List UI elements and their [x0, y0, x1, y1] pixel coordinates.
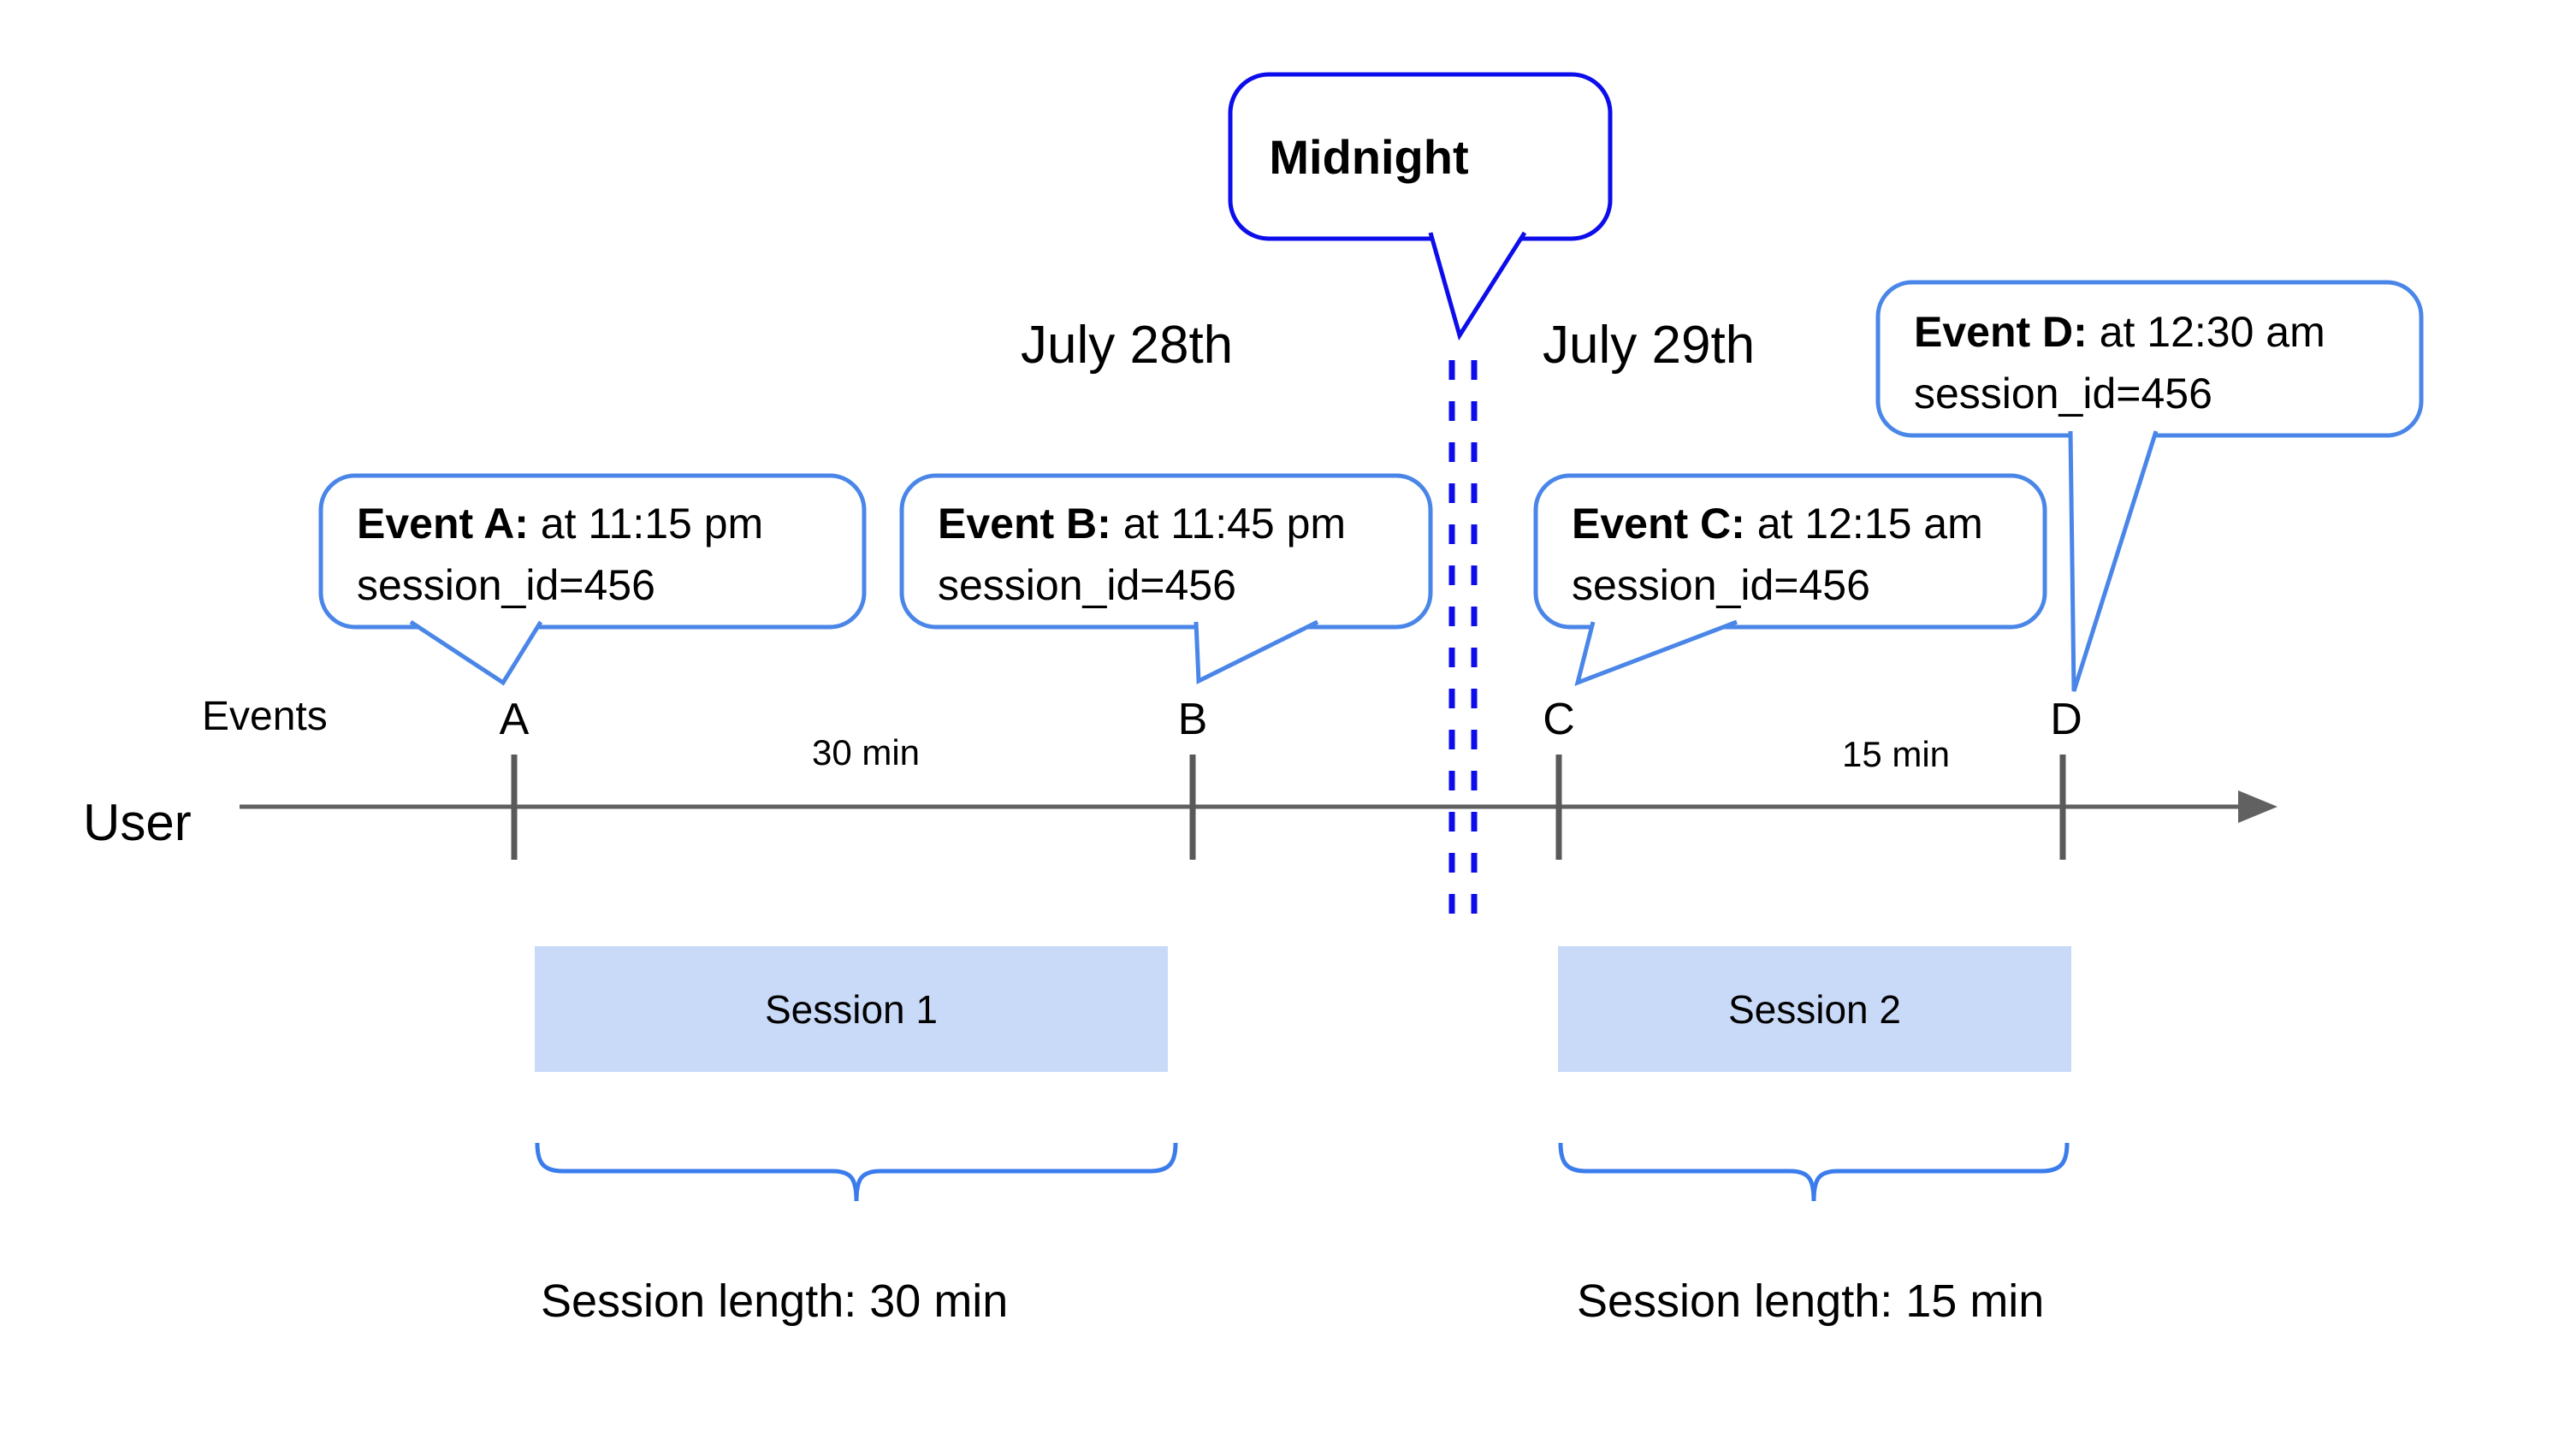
date-label-july-28: July 28th — [1021, 316, 1234, 375]
gap-label-15min: 15 min — [1841, 734, 1951, 774]
midnight-label: Midnight — [1269, 129, 1469, 184]
callout-tail-d — [2068, 430, 2159, 692]
callout-tail-a — [409, 619, 543, 686]
callout-c-line1: Event C: at 12:15 am — [1572, 493, 2047, 554]
gap-label-30min: 30 min — [811, 732, 921, 772]
callout-c-time: at 12:15 am — [1744, 500, 1983, 547]
callout-bubble-c — [1533, 473, 2047, 630]
callout-text-b: Event B: at 11:45 pm session_id=456 — [902, 476, 1430, 616]
callout-a-session: session_id=456 — [357, 561, 655, 609]
session2-box: Session 2 — [1558, 946, 2071, 1072]
callout-text-d: Event D: at 12:30 am session_id=456 — [1878, 284, 2419, 424]
callout-b-time: at 11:45 pm — [1111, 500, 1347, 547]
callout-a-time: at 11:15 pm — [528, 500, 764, 547]
callout-tail-c — [1574, 619, 1738, 687]
session1-label: Session 1 — [764, 986, 938, 1032]
timeline-arrowhead-icon — [2238, 790, 2278, 823]
callout-text-a: Event A: at 11:15 pm session_id=456 — [321, 476, 862, 616]
callout-b-session: session_id=456 — [938, 561, 1236, 609]
callout-tail-b — [1194, 619, 1319, 684]
session1-length-label: Session length: 30 min — [541, 1275, 1009, 1327]
event-mark-b: B — [1177, 695, 1208, 744]
event-mark-c: C — [1543, 695, 1575, 744]
callout-a-line1: Event A: at 11:15 pm — [357, 493, 862, 554]
callout-c-title: Event C: — [1572, 500, 1745, 547]
session2-brace — [1558, 1142, 2070, 1202]
user-axis-label: User — [83, 794, 192, 851]
callout-d-session: session_id=456 — [1914, 370, 2212, 417]
midnight-callout-tail — [1428, 231, 1527, 341]
callout-b-line1: Event B: at 11:45 pm — [938, 493, 1430, 554]
session1-box: Session 1 — [535, 946, 1168, 1072]
callout-bubble-b — [899, 473, 1433, 630]
callout-bubble-a — [318, 473, 867, 630]
callout-d-title: Event D: — [1914, 308, 2088, 356]
events-axis-label: Events — [202, 694, 328, 739]
callout-text-c: Event C: at 12:15 am session_id=456 — [1536, 476, 2047, 616]
callout-a-title: Event A: — [357, 500, 529, 547]
session2-label: Session 2 — [1727, 986, 1901, 1032]
event-mark-a: A — [499, 695, 530, 744]
event-mark-d: D — [2050, 695, 2082, 744]
callout-d-time: at 12:30 am — [2087, 308, 2325, 356]
midnight-callout-bubble — [1228, 72, 1613, 241]
callout-c-session: session_id=456 — [1572, 561, 1870, 609]
callout-d-line1: Event D: at 12:30 am — [1914, 301, 2419, 363]
callout-b-title: Event B: — [938, 500, 1111, 547]
date-label-july-29: July 29th — [1543, 316, 1756, 375]
session2-length-label: Session length: 15 min — [1577, 1275, 2045, 1327]
session1-brace — [535, 1142, 1178, 1202]
